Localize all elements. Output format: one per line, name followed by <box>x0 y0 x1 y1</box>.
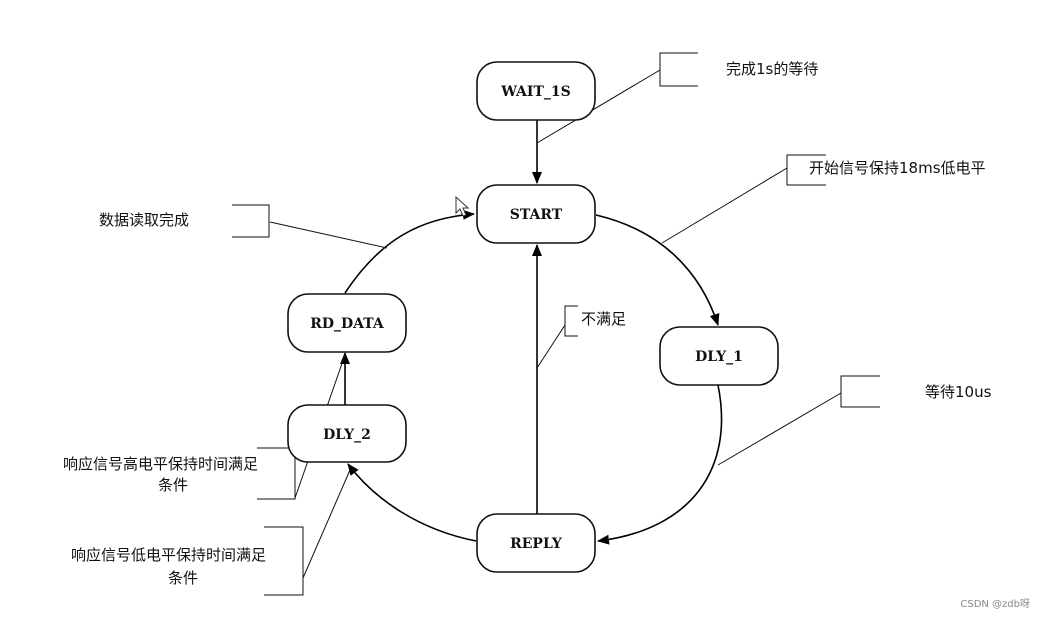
state-start-label: START <box>510 207 563 223</box>
watermark: CSDN @zdb呀 <box>960 598 1030 610</box>
note-start-signal-leader <box>661 154 826 244</box>
state-dly-2: DLY_2 <box>287 404 407 463</box>
edge-start-to-dly1 <box>595 214 720 326</box>
note-wait-10us-leader <box>717 375 880 466</box>
state-dly-2-label: DLY_2 <box>323 427 371 443</box>
state-rd-data: RD_DATA <box>287 293 407 353</box>
note-not-satisfied-leader <box>536 305 578 369</box>
note-low-level-leader <box>264 469 351 596</box>
note-not-satisfied: 不满足 <box>581 310 626 328</box>
state-wait-1s-label: WAIT_1S <box>500 84 571 100</box>
note-wait-done-leader <box>536 52 698 144</box>
state-wait-1s: WAIT_1S <box>476 61 596 121</box>
note-read-done: 数据读取完成 <box>99 211 189 229</box>
note-start-signal: 开始信号保持18ms低电平 <box>809 159 986 177</box>
state-reply-label: REPLY <box>510 536 563 552</box>
note-wait-10us: 等待10us <box>925 383 992 401</box>
state-rd-data-label: RD_DATA <box>310 316 385 332</box>
note-high-level-line2: 条件 <box>158 476 188 494</box>
state-reply: REPLY <box>476 513 596 573</box>
note-read-done-leader <box>232 204 388 249</box>
state-dly-1-label: DLY_1 <box>695 349 743 365</box>
edge-dly1-to-reply <box>597 384 723 545</box>
note-high-level-line1: 响应信号高电平保持时间满足 <box>63 455 258 473</box>
edge-rddata-to-start <box>344 209 475 294</box>
note-wait-done: 完成1s的等待 <box>726 60 818 78</box>
state-start: START <box>476 184 596 244</box>
mouse-cursor-icon <box>455 195 470 217</box>
note-low-level-line1: 响应信号低电平保持时间满足 <box>71 546 266 564</box>
state-dly-1: DLY_1 <box>659 326 779 386</box>
note-low-level-line2: 条件 <box>168 569 198 587</box>
edge-reply-to-dly2 <box>347 463 477 542</box>
